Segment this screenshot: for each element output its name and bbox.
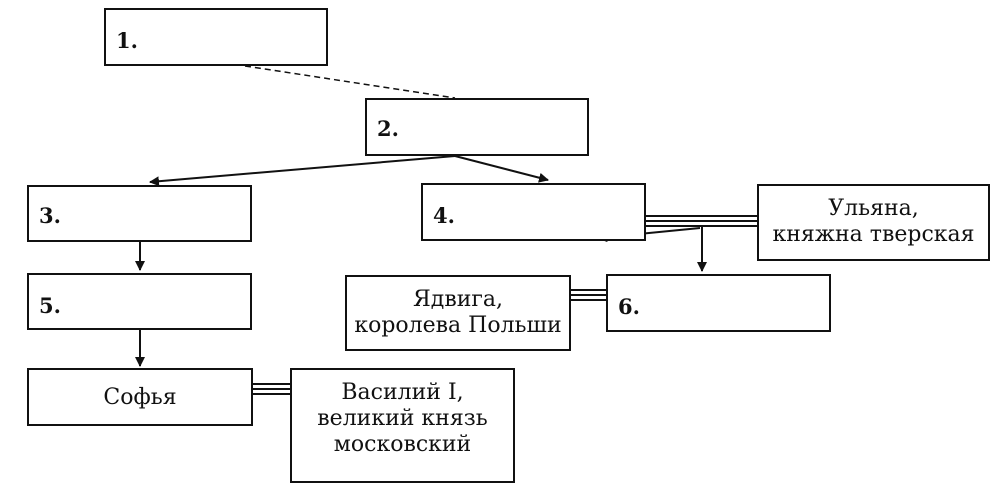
- box-ulyana: Ульяна, княжна тверская: [757, 184, 990, 261]
- marriage-line-jadwiga-6: [570, 289, 607, 301]
- sofya-text: Софья: [103, 385, 177, 410]
- box-3: 3.: [27, 185, 252, 242]
- sofya-label: Софья: [29, 385, 251, 411]
- box-5: 5.: [27, 273, 252, 330]
- box-4-number: 4.: [433, 203, 455, 228]
- ulyana-label: Ульяна, княжна тверская: [759, 196, 988, 248]
- ulyana-line-2: княжна тверская: [772, 222, 975, 247]
- marriage-line-4-ulyana: [645, 215, 758, 227]
- box-1: 1.: [104, 8, 328, 66]
- box-vasily: Василий I, великий князь московский: [290, 368, 515, 483]
- jadwiga-label: Ядвига, королева Польши: [347, 287, 569, 339]
- vasily-line-1: Василий I,: [341, 380, 464, 405]
- box-3-number: 3.: [39, 203, 61, 228]
- box-jadwiga: Ядвига, королева Польши: [345, 275, 571, 351]
- arrow-2-to-4: [454, 155, 549, 183]
- vasily-line-2: великий князь: [317, 406, 488, 431]
- box-sofya: Софья: [27, 368, 253, 426]
- jadwiga-line-2: королева Польши: [354, 313, 562, 338]
- jadwiga-line-1: Ядвига,: [413, 287, 503, 312]
- vasily-line-3: московский: [333, 432, 472, 457]
- vasily-label: Василий I, великий князь московский: [292, 380, 513, 458]
- marriage-line-sofya-vasily: [252, 383, 292, 395]
- box-4: 4.: [421, 183, 646, 241]
- box-2: 2.: [365, 98, 589, 156]
- box-2-number: 2.: [377, 116, 399, 141]
- ulyana-line-1: Ульяна,: [828, 196, 919, 221]
- box-5-number: 5.: [39, 293, 61, 318]
- box-6-number: 6.: [618, 294, 640, 319]
- box-6: 6.: [606, 274, 831, 332]
- dashed-link-1-2: [244, 65, 456, 99]
- box-1-number: 1.: [116, 28, 138, 53]
- arrow-2-to-3: [149, 155, 456, 187]
